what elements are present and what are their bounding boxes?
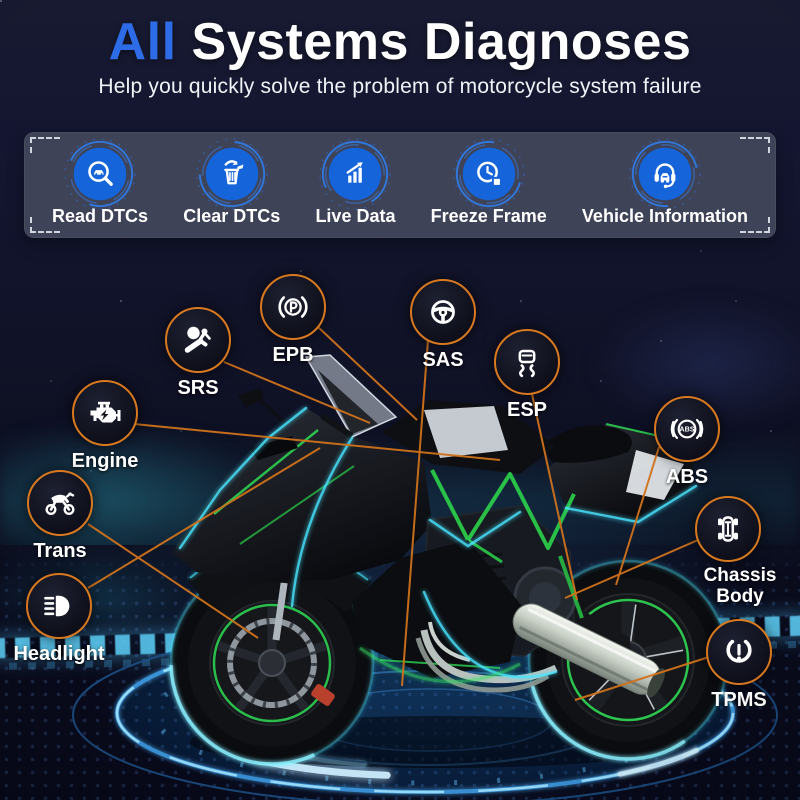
corner-bracket xyxy=(740,137,770,153)
callout-engine: Engine xyxy=(72,380,138,473)
feature-label: Freeze Frame xyxy=(430,205,547,226)
engine-icon xyxy=(72,380,138,446)
live-data-icon xyxy=(319,137,392,210)
callout-label: ESP xyxy=(506,399,548,421)
callout-label: TPMS xyxy=(711,689,767,711)
callout-tpms: TPMS xyxy=(706,619,772,712)
callout-sas: SAS xyxy=(410,279,476,372)
callout-label: Headlight xyxy=(13,643,105,665)
tire-pressure-icon xyxy=(706,619,772,685)
mirror xyxy=(238,388,264,408)
callout-esp: ESP xyxy=(494,329,560,422)
svg-text:ABS: ABS xyxy=(679,425,694,434)
freeze-frame-icon xyxy=(452,137,525,210)
subtitle: Help you quickly solve the problem of mo… xyxy=(98,75,702,99)
feature-bar: Read DTCs Clear DTCs xyxy=(24,132,776,238)
callout-headlight: Headlight xyxy=(13,573,105,666)
chassis-top-view-icon xyxy=(695,496,761,562)
title-rest: Systems Diagnoses xyxy=(176,13,692,71)
callout-epb: EPB xyxy=(260,274,326,367)
feature-item-live-data: Live Data xyxy=(315,137,396,227)
title-highlight: All xyxy=(108,13,177,71)
steering-wheel-icon xyxy=(410,279,476,345)
corner-bracket xyxy=(30,137,60,153)
feature-label: Live Data xyxy=(315,205,396,226)
feature-item-clear-dtcs: Clear DTCs xyxy=(183,137,281,227)
feature-label: Clear DTCs xyxy=(183,205,281,226)
traction-control-icon xyxy=(494,329,560,395)
corner-bracket xyxy=(30,217,60,233)
feature-item-vehicle-information: Vehicle Information xyxy=(581,137,748,227)
callout-label: Chassis Body xyxy=(703,565,777,607)
motorcycle-icon xyxy=(27,470,93,536)
vehicle-information-icon xyxy=(629,137,701,210)
clear-dtcs-icon xyxy=(195,137,268,210)
feature-item-freeze-frame: Freeze Frame xyxy=(430,137,547,227)
abs-brake-icon: ABS xyxy=(654,396,720,462)
read-dtcs-icon xyxy=(64,137,136,210)
callout-label: SRS xyxy=(177,377,219,399)
callout-label: Trans xyxy=(33,540,87,562)
parking-brake-icon xyxy=(260,274,326,340)
page-title: All Systems Diagnoses xyxy=(0,13,800,71)
callout-label: SAS xyxy=(422,349,464,371)
corner-bracket xyxy=(740,217,770,233)
headlight-icon xyxy=(26,573,92,639)
callout-label: EPB xyxy=(272,344,314,366)
callout-srs: SRS xyxy=(165,307,231,400)
feature-label: Vehicle Information xyxy=(581,205,748,226)
feature-label: Read DTCs xyxy=(52,205,149,226)
callout-abs: ABS ABS xyxy=(654,396,720,489)
callout-chassis: Chassis Body xyxy=(695,496,776,608)
callout-label: ABS xyxy=(665,466,709,488)
feature-item-read-dtcs: Read DTCs xyxy=(52,137,149,227)
callout-trans: Trans xyxy=(27,470,93,563)
airbag-icon xyxy=(165,307,231,373)
header: All Systems Diagnoses Help you quickly s… xyxy=(0,13,800,99)
